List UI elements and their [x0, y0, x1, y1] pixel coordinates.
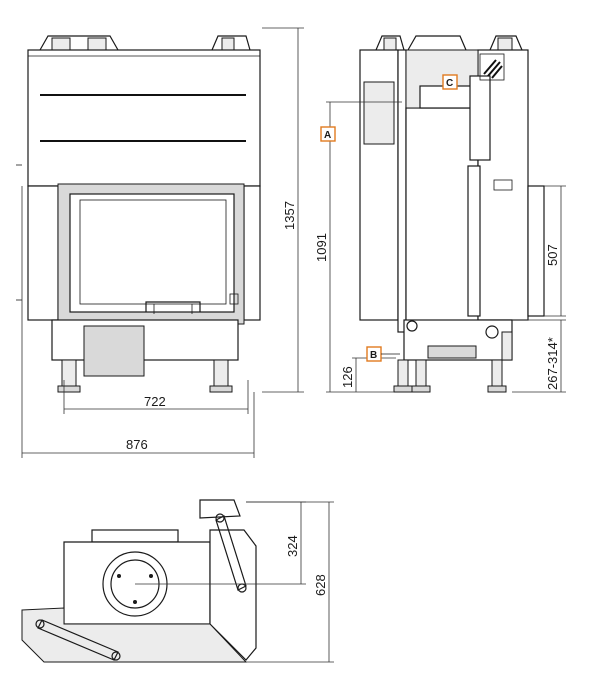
dimension-side-adjust-range: 267-314*: [512, 319, 566, 393]
front-top-handle-left: [39, 35, 119, 51]
dimension-side-height: 1091: [314, 101, 402, 393]
dimension-side-foot-height: 126: [340, 357, 396, 392]
side-view: [359, 35, 545, 393]
top-body: [63, 541, 211, 625]
side-vent-grille: [479, 53, 505, 81]
front-inner-width-label: 722: [144, 394, 166, 409]
side-glass-height-label: 507: [545, 244, 560, 266]
front-base: [51, 319, 239, 361]
dimension-front-inner-width: 722: [63, 380, 249, 414]
front-height-label: 1357: [282, 201, 297, 230]
dimension-side-glass-height: 507: [544, 185, 566, 317]
svg-text:C: C: [446, 78, 453, 89]
front-view: [16, 35, 261, 393]
dimension-front-overall-width: 876: [21, 186, 255, 458]
side-adjust-range-label: 267-314*: [545, 337, 560, 390]
marker-c: C: [442, 74, 458, 90]
marker-b: B: [366, 346, 400, 362]
marker-a: A: [320, 126, 336, 142]
front-door-handle: [145, 301, 201, 312]
dimension-top-depth: 628: [246, 501, 334, 663]
side-height-label: 1091: [314, 233, 329, 262]
front-top-handle-right: [211, 35, 251, 51]
front-upper-panel: [27, 49, 261, 187]
front-door-glass: [69, 193, 235, 313]
svg-text:B: B: [370, 350, 377, 361]
side-body: [405, 107, 479, 333]
side-foot-height-label: 126: [340, 366, 355, 388]
top-view: [21, 499, 257, 663]
top-flue-offset-label: 324: [285, 535, 300, 557]
top-depth-label: 628: [313, 574, 328, 596]
svg-text:A: A: [324, 130, 331, 141]
front-overall-width-label: 876: [126, 437, 148, 452]
dimension-front-height: 1357: [262, 27, 304, 393]
